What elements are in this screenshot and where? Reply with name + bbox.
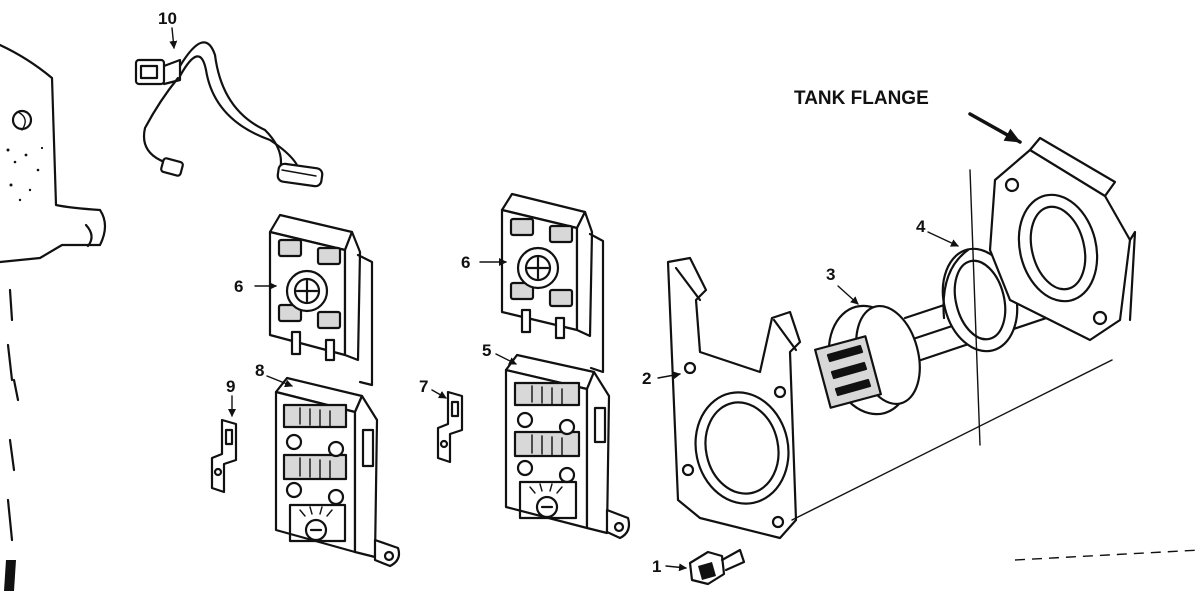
callout-5: 5 [482,341,491,360]
part-8-lower-control [274,376,401,568]
callout-10: 10 [158,9,177,28]
callout-7: 7 [419,377,428,396]
tank-flange [988,136,1137,342]
part-1-screw [688,548,746,586]
callout-8: 8 [255,361,264,380]
part-7-bracket [436,390,464,464]
part-4-gasket-ring [941,247,1019,353]
tank-flange-label: TANK FLANGE [794,88,929,109]
part-5-upper-control [504,353,631,540]
callout-2: 2 [642,369,651,388]
callout-6-right: 6 [461,253,470,272]
part-6-thermostat-left [268,213,374,387]
part-9-bracket [210,418,238,494]
part-2-gasket-plate [666,256,802,540]
callout-6-left: 6 [234,277,243,296]
part-6-thermostat-right [500,192,605,374]
callout-1: 1 [652,557,661,576]
callout-9: 9 [226,377,235,396]
tank-wall-fragment [0,43,107,591]
callout-4: 4 [916,217,926,236]
callout-3: 3 [826,265,835,284]
callout-leaders [169,27,1022,572]
center-lines [791,169,1200,561]
part-10-wire-harness [134,41,324,188]
